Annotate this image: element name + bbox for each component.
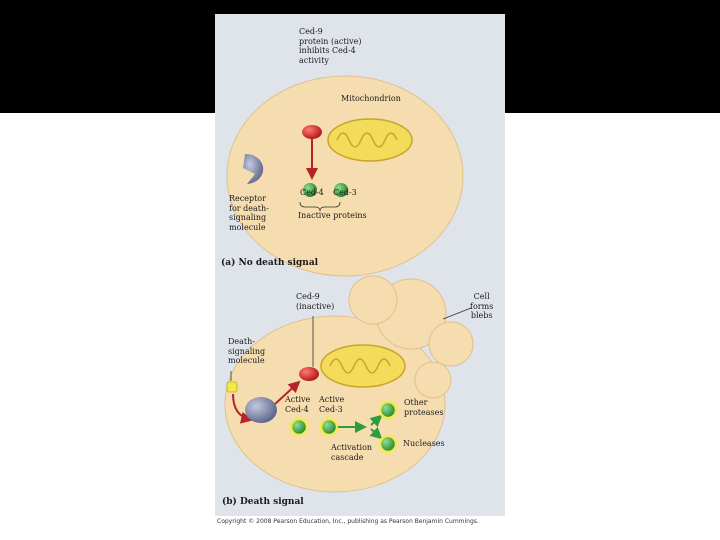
mitochondrion-label: Mitochondrion	[341, 94, 401, 103]
death-signal-arrow	[232, 393, 253, 424]
death-signaling-molecule	[226, 381, 238, 393]
inactive-proteins-label: Inactive proteins	[298, 211, 367, 220]
cell-a	[226, 75, 464, 277]
ced4-protein-a	[303, 183, 317, 197]
panel-b-title: (b) Death signal	[222, 497, 304, 507]
protease-arrow	[369, 414, 383, 428]
active-ced4-protein	[289, 417, 309, 437]
ced9-inactive-label: Ced-9 (inactive)	[296, 292, 335, 311]
blebs-leader	[442, 307, 472, 320]
ced3-label: Ced-3	[333, 188, 357, 197]
other-proteases-label: Other proteases	[404, 398, 444, 417]
activation-cascade-label: Activation cascade	[331, 443, 373, 462]
ced9-protein-b	[299, 367, 319, 381]
apoptosis-diagram	[224, 75, 474, 493]
cell-blebs-label: Cell forms blebs	[470, 292, 494, 320]
mitochondrion-b	[320, 344, 406, 388]
death-signaling-label: Death- signaling molecule	[228, 337, 266, 365]
receptor-b	[245, 397, 277, 423]
copyright-notice: Copyright © 2008 Pearson Education, Inc.…	[217, 518, 479, 525]
active-ced4-label: Active Ced-4	[285, 395, 311, 414]
receptor-label: Receptor for death- signaling molecule	[229, 194, 269, 232]
active-ced3-label: Active Ced-3	[319, 395, 345, 414]
ced9-active-label: Ced-9 protein (active) inhibits Ced-4 ac…	[299, 27, 362, 65]
nucleases-label: Nucleases	[403, 439, 445, 448]
receptor-a	[243, 153, 264, 184]
ced3-protein-a	[334, 183, 348, 197]
ced4-label: Ced-4	[300, 188, 324, 197]
activation-arrow-b	[274, 380, 301, 405]
other-proteases-protein	[378, 400, 398, 420]
active-ced3-protein	[319, 417, 339, 437]
nuclease-arrow	[369, 426, 383, 440]
ced9-protein-a	[302, 125, 322, 139]
nucleases-protein	[378, 434, 398, 454]
mitochondrion-a	[327, 118, 413, 162]
panel-a-title: (a) No death signal	[221, 258, 319, 268]
inactive-bracket-a	[299, 201, 341, 212]
